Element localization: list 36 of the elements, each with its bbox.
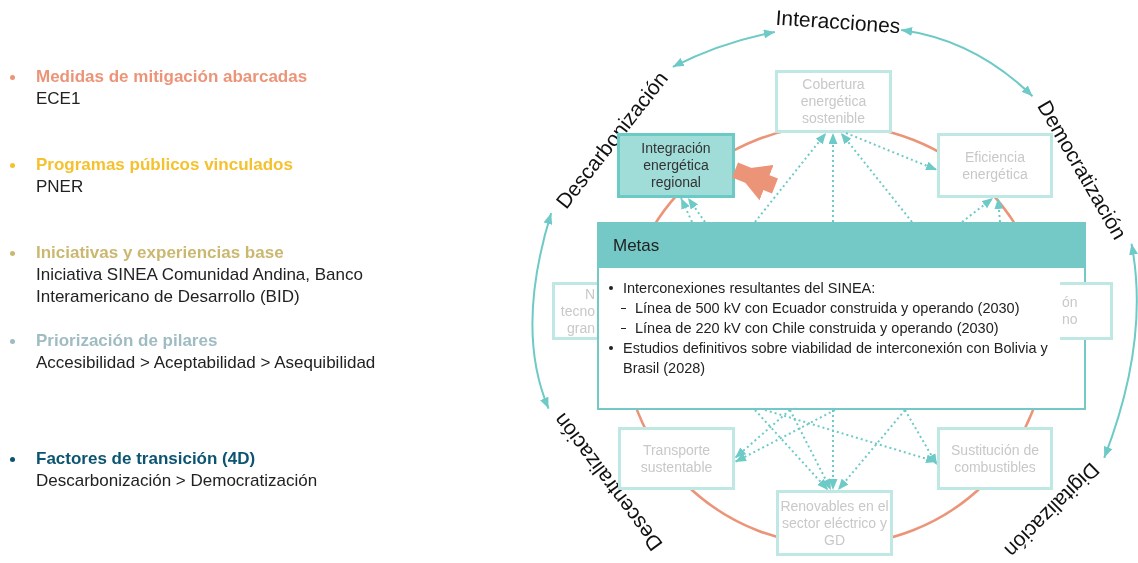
arrow (828, 409, 838, 491)
arrow (961, 197, 994, 223)
section-heading: Priorización de pilares (36, 330, 218, 352)
section-heading: Factores de transición (4D) (36, 448, 256, 470)
section-text: ECE1 (36, 88, 81, 110)
arrow (687, 197, 706, 223)
arrow (531, 212, 553, 410)
section-text: Descarbonización > Democratización (36, 470, 318, 492)
section-text: PNER (36, 176, 84, 198)
section-heading: Medidas de mitigación abarcadas (36, 66, 308, 88)
arrow (900, 27, 1034, 98)
arrow (754, 409, 829, 491)
arrow (994, 197, 1004, 223)
arrow (680, 197, 693, 223)
arrow (734, 409, 836, 463)
arrow (1103, 242, 1138, 459)
arrow (734, 409, 791, 459)
arrow (828, 132, 838, 223)
goal-text: Estudios definitivos sobre viabilidad de interconexión con Bolivia y Brasil (2028) (623, 340, 1048, 376)
section-text: Accesibilidad > Aceptabilidad > Asequibilidad (36, 352, 376, 374)
arrow (754, 132, 827, 223)
goal-text: Línea de 500 kV con Ecuador construida y operando (2030) (635, 300, 1020, 316)
arrow (837, 409, 906, 491)
section-heading: Programas públicos vinculados (36, 154, 293, 176)
arrow (789, 409, 832, 491)
block-arrow (732, 162, 778, 201)
arrow (845, 132, 938, 171)
arrow (840, 132, 913, 223)
section-heading: Iniciativas y experiencias base (36, 242, 284, 264)
factor-label: Interacciones (774, 5, 902, 39)
arrow (671, 29, 776, 68)
panel-heading: Metas (599, 224, 1084, 268)
section-text: Iniciativa SINEA Comunidad Andina, Banco Interamericano de Desarrollo (BID) (36, 264, 364, 308)
arrow (904, 409, 938, 466)
goal-text: Línea de 220 kV con Chile construida y operando (2030) (635, 320, 999, 336)
goal-text: Interconexiones resultantes del SINEA: (623, 280, 876, 296)
